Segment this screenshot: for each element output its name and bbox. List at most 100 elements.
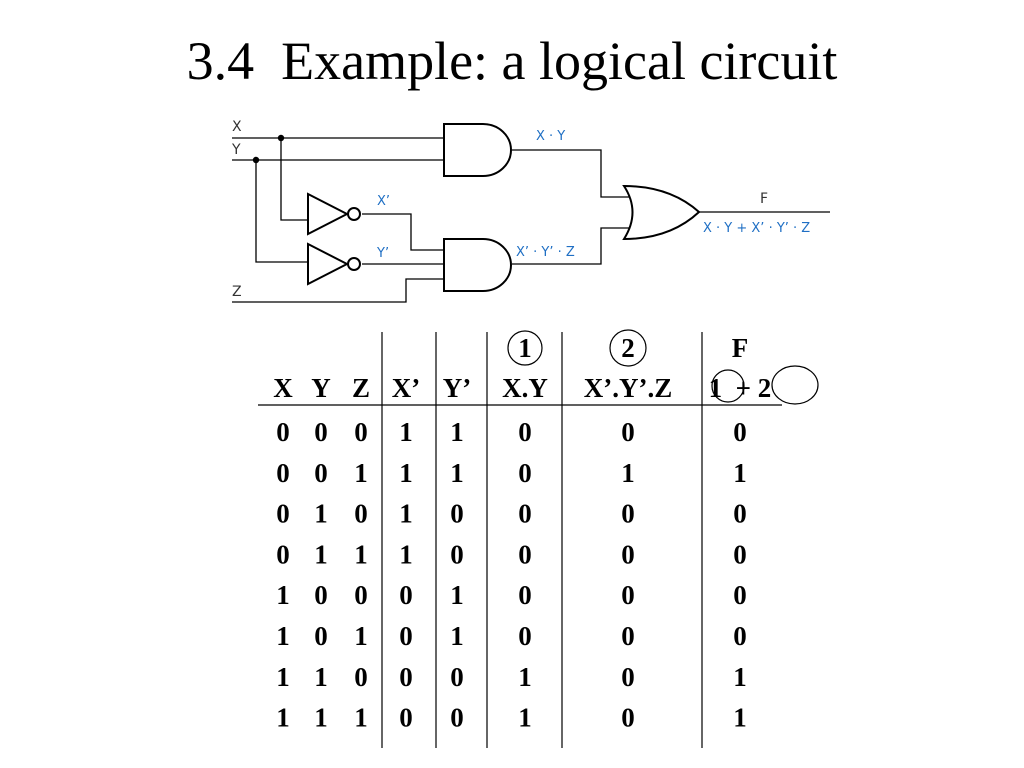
or-gate xyxy=(622,184,701,241)
table-cell: 1 xyxy=(276,662,290,692)
table-cell: 1 xyxy=(276,621,290,651)
slide-title: 3.4 Example: a logical circuit xyxy=(186,31,838,91)
table-cell: 0 xyxy=(399,703,413,733)
not-gate-y xyxy=(307,242,350,286)
wire-y-branch xyxy=(255,160,308,263)
table-cell: 1 xyxy=(450,458,464,488)
circle-mark-2 xyxy=(609,329,647,367)
input-label-y: Y xyxy=(231,142,241,158)
table-cell: 1 xyxy=(399,458,413,488)
table-cell: 0 xyxy=(276,458,290,488)
table-cell: 1 xyxy=(450,580,464,610)
table-cell: 0 xyxy=(518,580,532,610)
table-cell: 1 xyxy=(276,703,290,733)
table-cell: 1 xyxy=(733,703,747,733)
table-cell: 0 xyxy=(518,621,532,651)
not-bubble-x xyxy=(347,207,361,221)
junction-dot-x xyxy=(277,134,285,142)
column-header: X’ xyxy=(392,373,421,403)
label-xyz: X’ · Y’ · Z xyxy=(516,245,575,260)
junction-dot-y xyxy=(252,156,260,164)
table-cell: 0 xyxy=(733,417,747,447)
table-cell: 0 xyxy=(354,417,368,447)
table-cell: 1 xyxy=(450,417,464,447)
wire-xnot xyxy=(362,213,444,251)
table-cell: 0 xyxy=(450,662,464,692)
table-cell: 0 xyxy=(621,662,635,692)
table-cell: 0 xyxy=(276,499,290,529)
column-header: X’.Y’.Z xyxy=(584,373,673,403)
table-cell: 1 xyxy=(314,539,328,569)
table-cell: 1 xyxy=(276,580,290,610)
and-gate-2 xyxy=(443,238,512,292)
table-cell: 0 xyxy=(518,458,532,488)
table-cell: 1 xyxy=(733,662,747,692)
table-cell: 0 xyxy=(733,580,747,610)
label-xy: X · Y xyxy=(536,129,565,144)
and-gate-1 xyxy=(443,123,512,177)
column-header: Z xyxy=(352,373,370,403)
table-cell: 0 xyxy=(621,499,635,529)
table-cell: 0 xyxy=(354,580,368,610)
not-bubble-y xyxy=(347,257,361,271)
column-header: Y’ xyxy=(443,373,472,403)
table-cell: 1 xyxy=(733,458,747,488)
column-header: 1 + 2 xyxy=(709,373,772,403)
table-cell: 1 xyxy=(314,662,328,692)
wire-xyz xyxy=(512,227,632,265)
wire-z xyxy=(232,278,444,303)
top-label-1: 1 xyxy=(518,333,532,363)
table-cell: 0 xyxy=(314,458,328,488)
table-cell: 0 xyxy=(733,621,747,651)
not-gate-x xyxy=(307,192,350,236)
table-cell: 1 xyxy=(399,539,413,569)
table-cell: 1 xyxy=(354,539,368,569)
table-cell: 0 xyxy=(621,417,635,447)
table-cell: 1 xyxy=(314,703,328,733)
top-label-2: 2 xyxy=(621,333,635,363)
table-cell: 1 xyxy=(354,621,368,651)
logic-circuit-diagram: X Y Z X’ Y’ X · Y X’ · Y’ · Z X · Y + X’… xyxy=(231,119,830,303)
table-cell: 0 xyxy=(621,539,635,569)
table-cell: 0 xyxy=(314,417,328,447)
label-x-not: X’ xyxy=(377,194,390,209)
column-header: Y xyxy=(311,373,331,403)
column-header: X.Y xyxy=(502,373,548,403)
table-cell: 0 xyxy=(621,580,635,610)
table-cell: 0 xyxy=(733,499,747,529)
table-cell: 0 xyxy=(518,417,532,447)
label-y-not: Y’ xyxy=(376,246,389,261)
table-cell: 0 xyxy=(354,499,368,529)
table-cell: 1 xyxy=(399,417,413,447)
table-cell: 0 xyxy=(518,499,532,529)
table-cell: 0 xyxy=(450,539,464,569)
table-cell: 0 xyxy=(399,580,413,610)
table-cell: 1 xyxy=(354,458,368,488)
label-f-expr: X · Y + X’ · Y’ · Z xyxy=(703,221,810,236)
table-cell: 0 xyxy=(314,580,328,610)
table-cell: 1 xyxy=(399,499,413,529)
column-header: X xyxy=(273,373,293,403)
wire-x-branch xyxy=(280,138,308,221)
table-cell: 0 xyxy=(399,621,413,651)
table-cell: 1 xyxy=(450,621,464,651)
table-cell: 1 xyxy=(354,703,368,733)
table-cell: 0 xyxy=(621,621,635,651)
table-cell: 1 xyxy=(518,703,532,733)
table-cell: 1 xyxy=(314,499,328,529)
circle-mark-2-small xyxy=(771,365,819,405)
table-cell: 0 xyxy=(314,621,328,651)
table-cell: 0 xyxy=(276,539,290,569)
table-cell: 0 xyxy=(450,703,464,733)
top-label-f: F xyxy=(732,333,749,363)
circle-mark-1 xyxy=(507,330,543,366)
input-label-x: X xyxy=(232,119,242,135)
input-label-z: Z xyxy=(232,284,242,300)
table-cell: 0 xyxy=(733,539,747,569)
label-f: F xyxy=(760,191,768,207)
table-cell: 1 xyxy=(621,458,635,488)
table-cell: 0 xyxy=(621,703,635,733)
table-cell: 1 xyxy=(518,662,532,692)
table-cell: 0 xyxy=(354,662,368,692)
